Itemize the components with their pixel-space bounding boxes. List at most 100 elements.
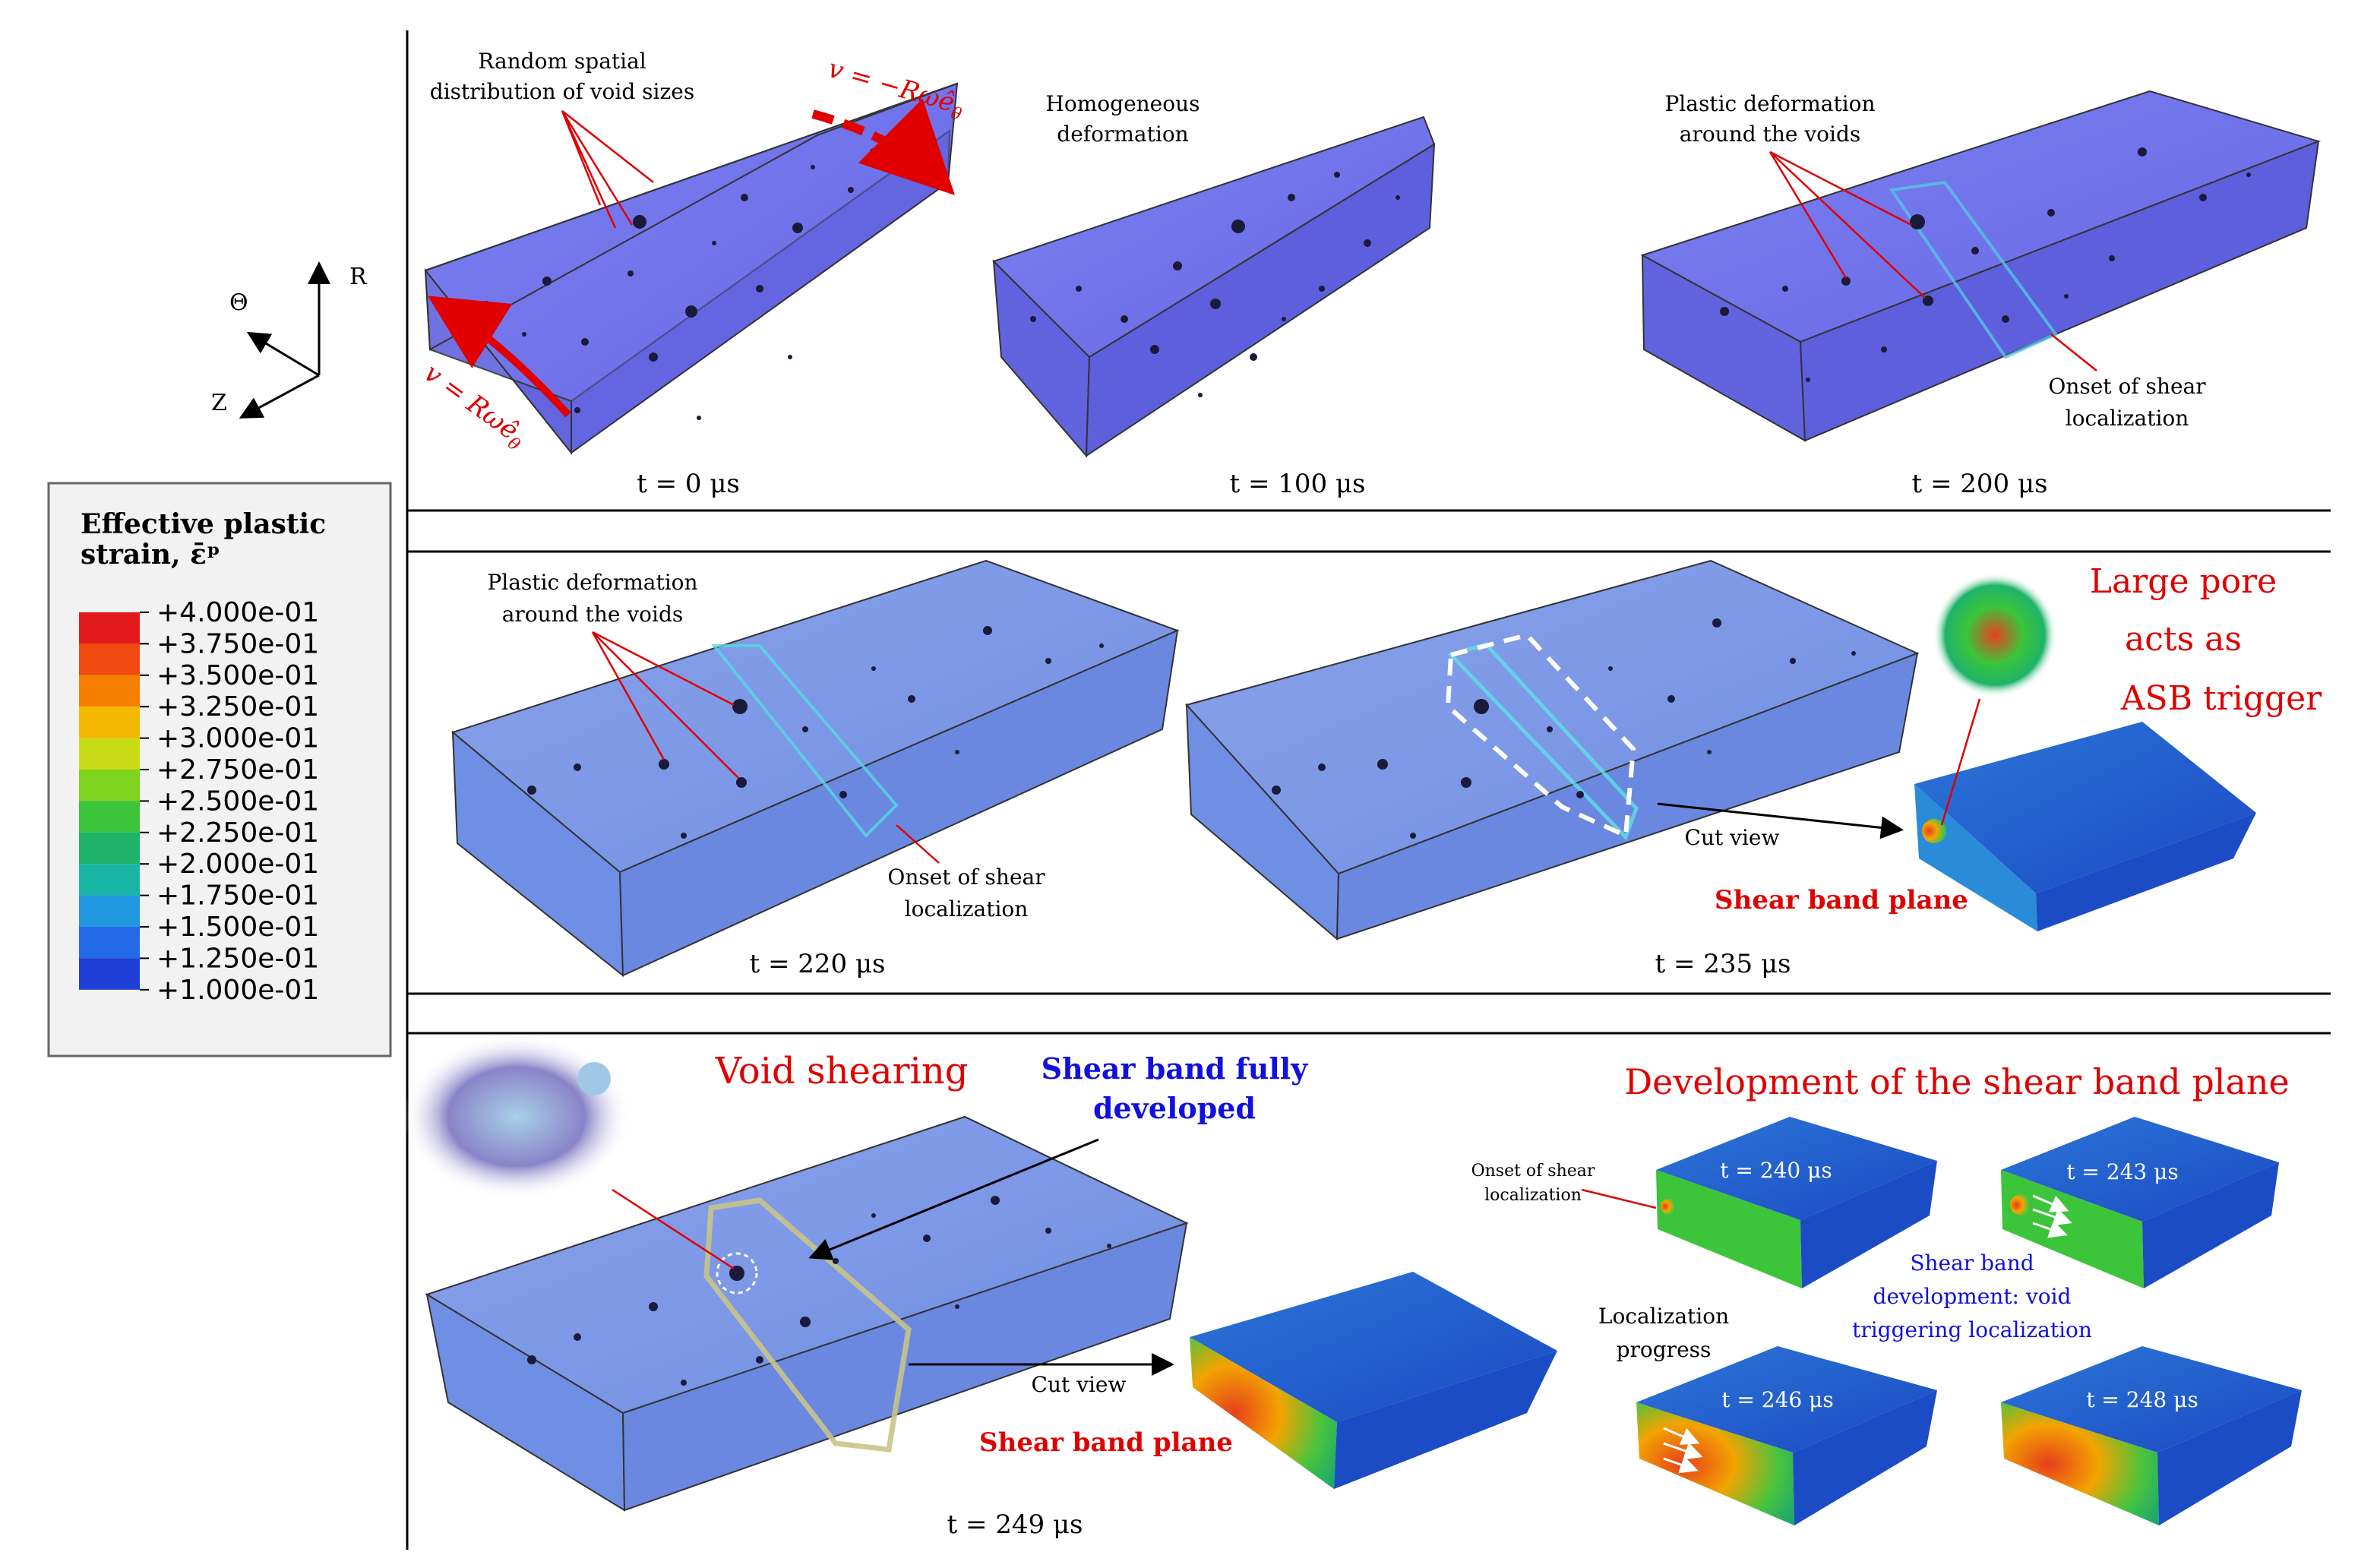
t220-pointer-lines	[591, 631, 940, 864]
velocity-arrow-bottom	[428, 296, 571, 418]
t240-label: t = 240 μs	[1720, 1158, 1832, 1183]
large-pore-pointer	[1940, 698, 1981, 826]
dev-progress-line1: Localization	[1598, 1304, 1729, 1329]
t0-pointer-lines	[561, 110, 654, 229]
large-pore-line2: acts as	[2125, 620, 2242, 659]
large-pore-line1: Large pore	[2090, 562, 2277, 601]
legend-tick-label: +2.250e-01	[156, 817, 319, 849]
axis-r-label: R	[349, 264, 368, 290]
legend-swatch	[79, 832, 140, 865]
slice-t248	[2001, 1346, 2302, 1525]
axis-theta-label: Θ	[229, 289, 248, 316]
specimen-box-t220	[450, 559, 1180, 978]
axis-z-label: Z	[211, 390, 227, 416]
t235-cut-view-label: Cut view	[1685, 825, 1780, 850]
t100-annotation-line2: deformation	[1057, 122, 1188, 147]
t248-label: t = 248 μs	[2086, 1387, 2198, 1412]
t249-shear-band-plane: Shear band plane	[979, 1427, 1233, 1458]
velocity-arrow-top	[811, 98, 955, 195]
t200-annotation-line2: around the voids	[1680, 122, 1861, 147]
legend-tick-label: +4.000e-01	[156, 597, 319, 628]
t246-label: t = 246 μs	[1721, 1387, 1833, 1412]
specimen-box-t249	[425, 1115, 1189, 1512]
void-shearing-pointer	[612, 1188, 735, 1270]
legend-swatch	[79, 864, 140, 896]
time-label-t249: t = 249 μs	[947, 1510, 1083, 1540]
legend-tick-label: +3.000e-01	[156, 723, 319, 754]
strain-legend: Effective plastic strain, ε̄ᵖ +4.000e-01…	[47, 482, 392, 1057]
voids-t235	[1272, 618, 1856, 839]
dev-onset-pointer	[1581, 1188, 1657, 1209]
voids-t249	[527, 1196, 1111, 1386]
shear-band-developed-line1: Shear band fully	[1042, 1051, 1309, 1086]
void-highlight-ring	[716, 1252, 758, 1295]
legend-swatch	[79, 927, 140, 959]
t249-cut-view-label: Cut view	[1032, 1372, 1127, 1397]
voids-t200	[1720, 147, 2251, 382]
dev-progress-line2: progress	[1617, 1337, 1712, 1362]
dev-onset-line1: Onset of shear	[1471, 1162, 1595, 1181]
legend-tick-label: +3.250e-01	[156, 691, 319, 722]
legend-tick-label: +1.500e-01	[156, 912, 319, 943]
void-shearing-inset-small	[577, 1062, 611, 1095]
legend-swatch	[79, 675, 140, 707]
specimen-box-t235	[1185, 559, 1920, 941]
dev-note-line3: triggering localization	[1852, 1317, 2092, 1342]
voids-t220	[527, 626, 1104, 839]
large-pore-line3: ASB trigger	[2120, 679, 2322, 718]
legend-swatch	[79, 801, 140, 833]
specimen-box-t100	[992, 115, 1436, 458]
time-label-t0: t = 0 μs	[637, 469, 740, 499]
t200-annotation-line1: Plastic deformation	[1664, 91, 1875, 116]
slice-t246	[1636, 1346, 1937, 1525]
t220-annotation-line2: around the voids	[502, 602, 684, 627]
shear-band-developed-arrow	[808, 1138, 1099, 1260]
legend-swatch	[79, 612, 140, 644]
time-label-t100: t = 100 μs	[1229, 469, 1365, 499]
t220-annotation-line1: Plastic deformation	[487, 570, 697, 595]
t243-label: t = 243 μs	[2066, 1159, 2178, 1184]
t235-shear-band-plane: Shear band plane	[1715, 885, 1968, 915]
development-title: Development of the shear band plane	[1624, 1061, 2290, 1102]
legend-swatch	[79, 958, 140, 990]
frame-lines	[406, 30, 2331, 1550]
legend-swatch	[79, 643, 140, 675]
dev-note-line2: development: void	[1873, 1284, 2072, 1309]
t0-annotation-line2: distribution of void sizes	[430, 79, 694, 104]
legend-tick-label: +2.000e-01	[156, 849, 319, 880]
legend-tick-label: +2.750e-01	[156, 754, 319, 786]
shear-band-developed-line2: developed	[1093, 1091, 1256, 1125]
legend-tick-label: +1.750e-01	[156, 880, 319, 912]
axes-triad	[239, 261, 330, 419]
legend-tick-label: +2.500e-01	[156, 786, 319, 817]
large-pore-inset	[1933, 573, 2057, 697]
legend-swatch	[79, 895, 140, 927]
t200-onset-line2: localization	[2066, 406, 2189, 431]
slice-t240	[1656, 1117, 1937, 1288]
t0-annotation-line1: Random spatial	[478, 49, 646, 74]
time-label-t220: t = 220 μs	[749, 949, 885, 979]
slice-t235	[1914, 722, 2256, 931]
t235-cut-view-arrow	[1657, 802, 1904, 839]
legend-tick-label: +3.750e-01	[156, 628, 319, 659]
dev-note-line1: Shear band	[1910, 1250, 2034, 1276]
legend-tick-label: +1.000e-01	[156, 975, 319, 1006]
legend-title-line1: Effective plastic	[81, 508, 326, 540]
legend-swatch	[79, 707, 140, 738]
t220-onset-line2: localization	[905, 896, 1029, 922]
legend-swatch	[79, 738, 140, 770]
dev-onset-line2: localization	[1484, 1186, 1582, 1205]
void-shearing-label: Void shearing	[715, 1050, 969, 1092]
t200-onset-line1: Onset of shear	[2048, 374, 2206, 399]
specimen-box-t200	[1640, 90, 2322, 442]
t200-pointer-lines	[1768, 150, 2097, 371]
legend-tick-label: +1.250e-01	[156, 943, 319, 974]
slice-t249	[1190, 1272, 1557, 1489]
legend-swatches	[79, 612, 140, 990]
time-label-t200: t = 200 μs	[1911, 469, 2047, 499]
voids-t100	[1030, 172, 1400, 397]
legend-title-line2: strain, ε̄ᵖ	[81, 539, 220, 571]
legend-swatch	[79, 770, 140, 801]
time-label-t235: t = 235 μs	[1655, 949, 1791, 979]
